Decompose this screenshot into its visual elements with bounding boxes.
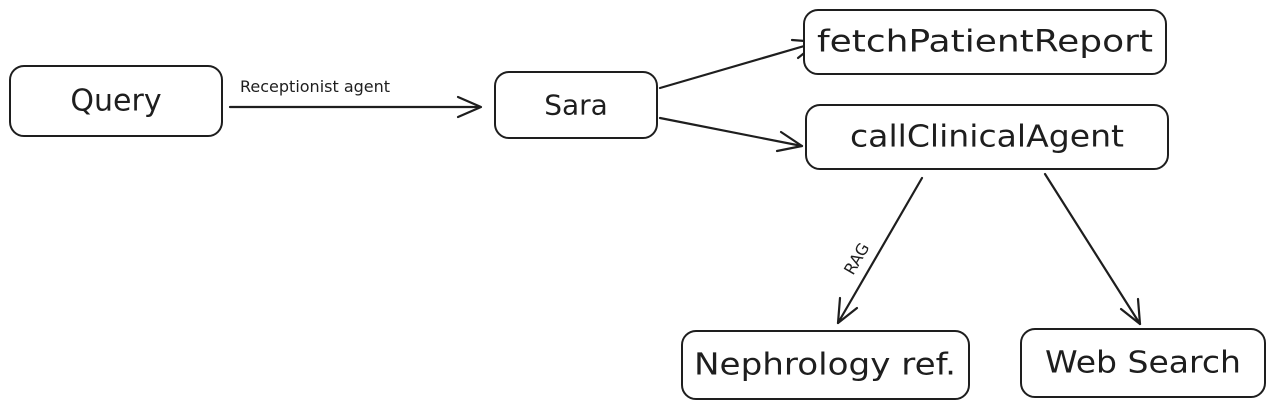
node-query-label: Query	[70, 84, 161, 119]
node-fetch-patient-report-label: fetchPatientReport	[817, 25, 1153, 60]
edge-clinical-to-nephrology	[836, 176, 924, 325]
edge-query-to-sara	[228, 95, 483, 119]
node-fetch-patient-report: fetchPatientReport	[803, 9, 1167, 75]
node-web-search: Web Search	[1020, 328, 1266, 398]
node-web-search-label: Web Search	[1045, 346, 1241, 381]
node-query: Query	[9, 65, 223, 137]
edge-clinical-to-websearch	[1043, 172, 1142, 326]
node-call-clinical-agent: callClinicalAgent	[805, 104, 1169, 170]
node-nephrology-ref: Nephrology ref.	[681, 330, 970, 400]
node-nephrology-ref-label: Nephrology ref.	[694, 348, 956, 383]
node-sara: Sara	[494, 71, 658, 139]
node-sara-label: Sara	[544, 89, 608, 122]
edge-label-receptionist-agent: Receptionist agent	[240, 77, 390, 96]
node-call-clinical-agent-label: callClinicalAgent	[850, 120, 1124, 155]
edge-sara-to-clinical	[658, 116, 804, 153]
edge-sara-to-fetch	[658, 38, 820, 90]
